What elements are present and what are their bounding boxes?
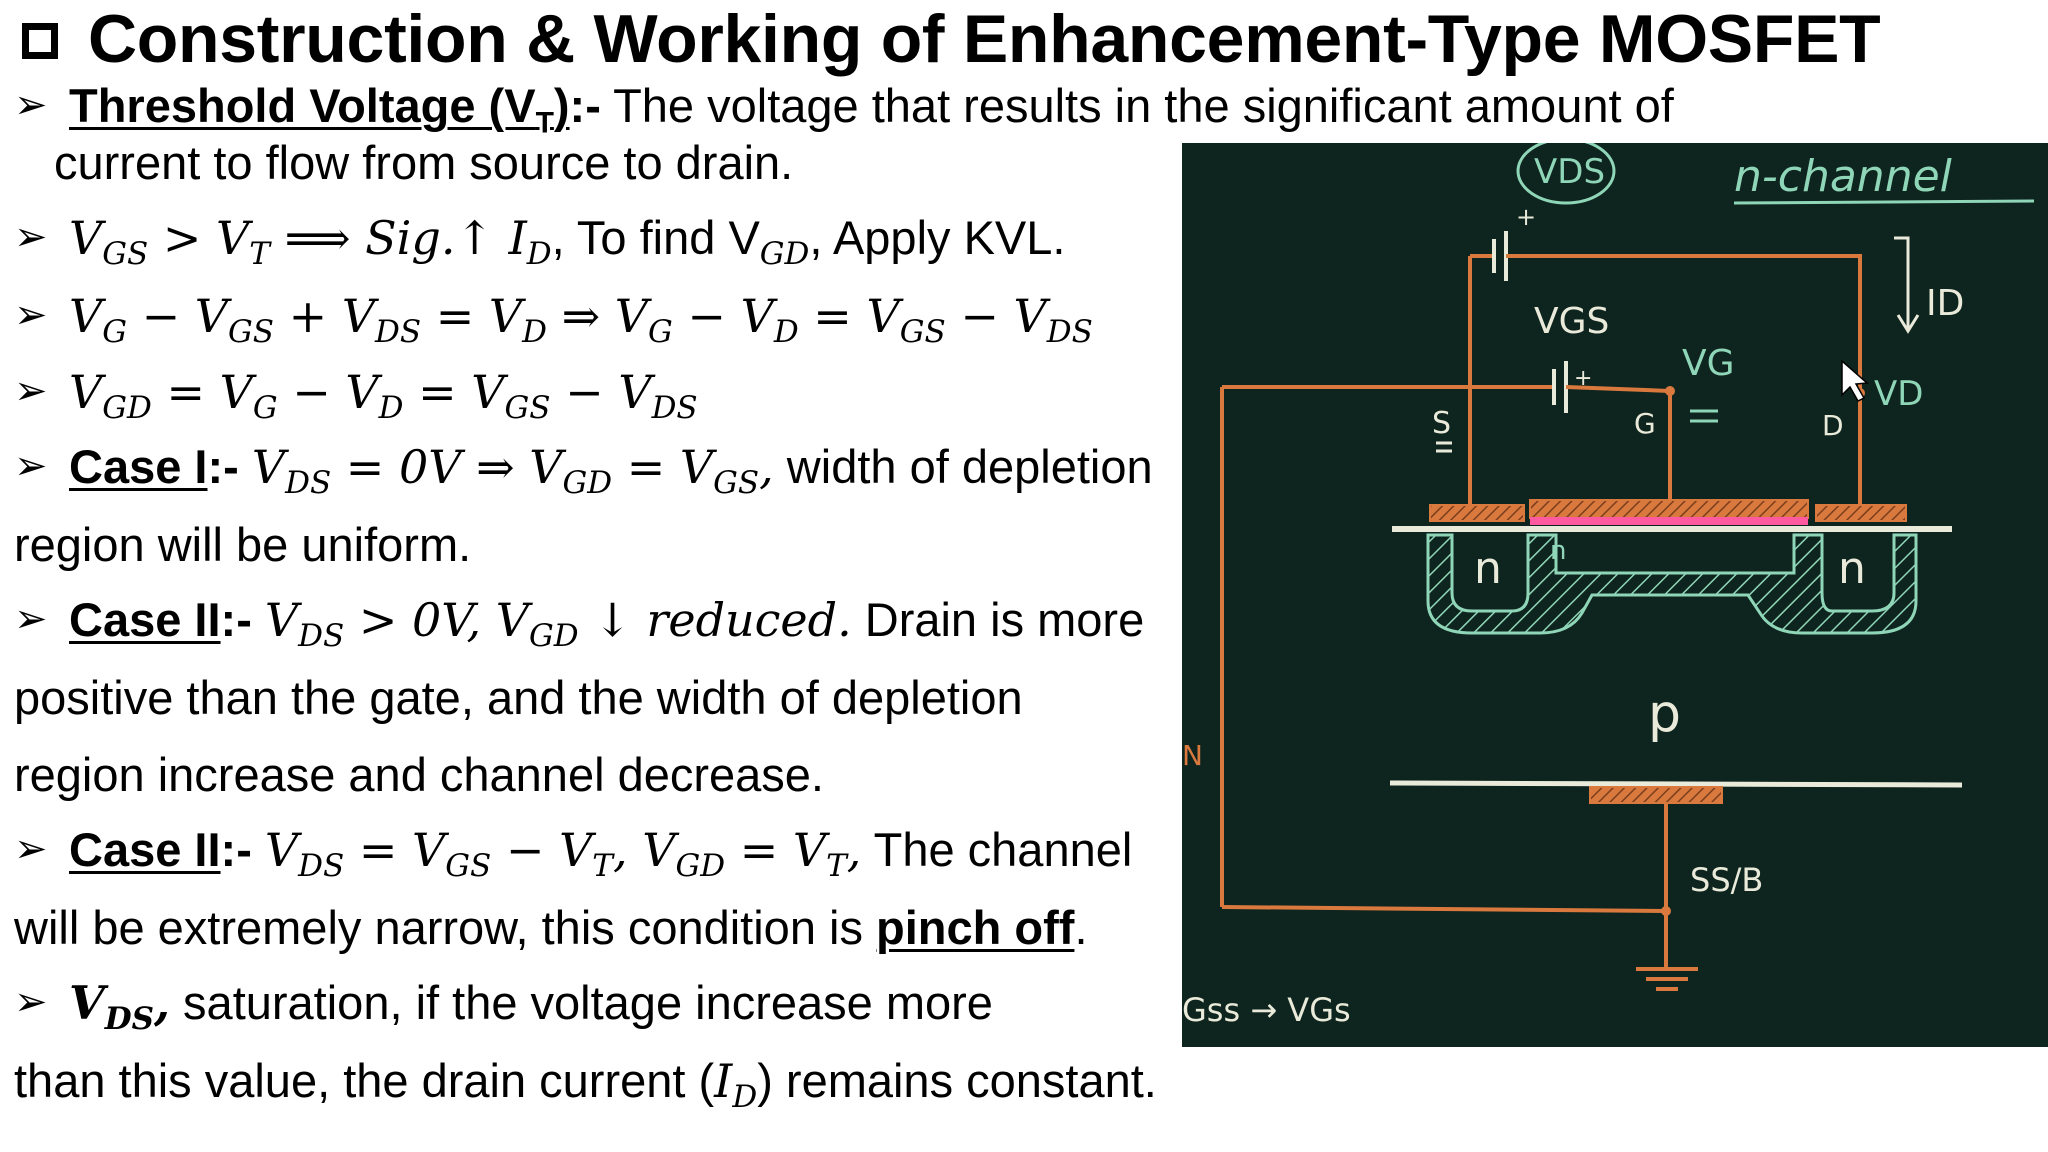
vds-circle [1516, 143, 1616, 205]
separator: :- [220, 593, 252, 646]
case-3-text-2: will be extremely narrow, this condition… [14, 901, 877, 954]
case-3-term: Case II [69, 823, 221, 876]
vg-label: VG [1682, 343, 1735, 384]
arrow-bullet-icon: ➢ [14, 597, 48, 641]
vgs-vt-text-end: , Apply KVL. [809, 211, 1066, 264]
threshold-voltage-line-2: current to flow from source to drain. [54, 136, 794, 189]
gss-vgs-label: Gss → VGs [1182, 991, 1351, 1029]
case-3-line-2: will be extremely narrow, this condition… [14, 904, 1088, 951]
node-dot [1665, 386, 1675, 396]
vgs-vt-text: , To find V [551, 211, 760, 264]
drain-current-text-end: ) remains constant. [757, 1054, 1157, 1107]
case-2-term: Case II [69, 593, 221, 646]
pinch-off-term: pinch off [876, 901, 1075, 954]
page-title: Construction & Working of Enhancement-Ty… [14, 1, 1881, 77]
vgd-equation-line: ➢VGD = VG − VD = VGS − VDS [14, 365, 698, 426]
arrow-bullet-icon: ➢ [14, 293, 48, 337]
vgs-label: VGS [1534, 301, 1609, 342]
drain-label: D [1822, 409, 1844, 442]
arrow-bullet-icon: ➢ [14, 369, 48, 413]
vds-saturation-line: ➢VDS, saturation, if the voltage increas… [14, 976, 993, 1037]
vds-saturation-line-2: than this value, the drain current (ID) … [14, 1054, 1157, 1115]
drain-contact [1815, 504, 1907, 522]
case-1-line: ➢Case I:- VDS = 0V ⇒ VGD = VGS, width of… [14, 440, 1153, 501]
body-contact [1589, 786, 1723, 804]
case-3-text: The channel [861, 823, 1133, 876]
vds-label: VDS [1534, 152, 1605, 192]
vd-label: VD [1874, 374, 1923, 414]
plus-sign: + [1574, 366, 1592, 391]
gate-label: G [1634, 407, 1656, 440]
threshold-voltage-line: ➢ Threshold Voltage (VT):- The voltage th… [14, 82, 1674, 138]
id-label: ID [1926, 283, 1964, 324]
case-1-line-2: region will be uniform. [14, 518, 472, 571]
case-1-term: Case I [69, 440, 208, 493]
threshold-text: The voltage that results in the signific… [600, 79, 1674, 132]
wire-bottom [1221, 905, 1667, 913]
n-right-label: n [1838, 543, 1866, 594]
cursor-icon [1841, 359, 1869, 402]
arrow-head-icon [1896, 314, 1920, 334]
case-2-line-3: region increase and channel decrease. [14, 748, 824, 801]
mosfet-diagram: n-channel VDS + ID VGS + VG VD [1182, 143, 2048, 1047]
source-contact [1429, 504, 1525, 522]
case-1-text: width of depletion [773, 440, 1153, 493]
arrow-bullet-icon: ➢ [14, 83, 48, 127]
partial-mark: N [1182, 739, 1203, 772]
n-channel-label: n-channel [1734, 151, 1953, 202]
vds-saturation-text: saturation, if the voltage increase more [170, 976, 993, 1029]
mosfet-diagram-svg: n-channel VDS + ID VGS + VG VD [1182, 143, 2035, 1029]
n-left-label: n [1474, 543, 1502, 594]
gate-contact [1529, 499, 1809, 519]
threshold-term: Threshold Voltage (VT) [69, 79, 570, 140]
arrow-bullet-icon: ➢ [14, 980, 48, 1024]
ss-b-label: SS/B [1690, 861, 1763, 899]
n-channel-underline [1733, 199, 2035, 205]
title-text: Construction & Working of Enhancement-Ty… [88, 1, 1881, 77]
oxide-layer [1530, 517, 1808, 525]
arrow-bullet-icon: ➢ [14, 215, 48, 259]
period: . [1074, 901, 1088, 954]
depletion-region [1426, 533, 1918, 635]
separator: :- [207, 440, 239, 493]
vgs-vt-line: ➢VGS > VT ⟹ Sig.↑ ID, To find VGD, Apply… [14, 211, 1066, 272]
p-substrate-label: p [1648, 684, 1681, 744]
wire-gate-down [1565, 385, 1672, 508]
source-label: S [1432, 406, 1451, 441]
n-channel-region-label: n [1550, 536, 1566, 566]
drain-current-text: than this value, the drain current ( [14, 1054, 715, 1107]
substrate-bottom [1389, 780, 1963, 788]
arrow-bullet-icon: ➢ [14, 444, 48, 488]
checkbox-icon [22, 23, 58, 59]
plus-sign: + [1516, 203, 1536, 231]
case-2-text: Drain is more [851, 593, 1145, 646]
arrow-bullet-icon: ➢ [14, 827, 48, 871]
case-3-line: ➢Case II:- VDS = VGS − VT, VGD = VT, The… [14, 823, 1133, 884]
kvl-equation-line: ➢VG − VGS + VDS = VD ⇒ VG − VD = VGS − V… [14, 289, 1093, 350]
case-2-line-2: positive than the gate, and the width of… [14, 671, 1023, 724]
wire-top-right [1506, 254, 1862, 393]
separator: :- [569, 79, 601, 132]
case-2-line: ➢Case II:- VDS > 0V, VGD ↓ reduced. Drai… [14, 593, 1145, 654]
separator: :- [220, 823, 252, 876]
